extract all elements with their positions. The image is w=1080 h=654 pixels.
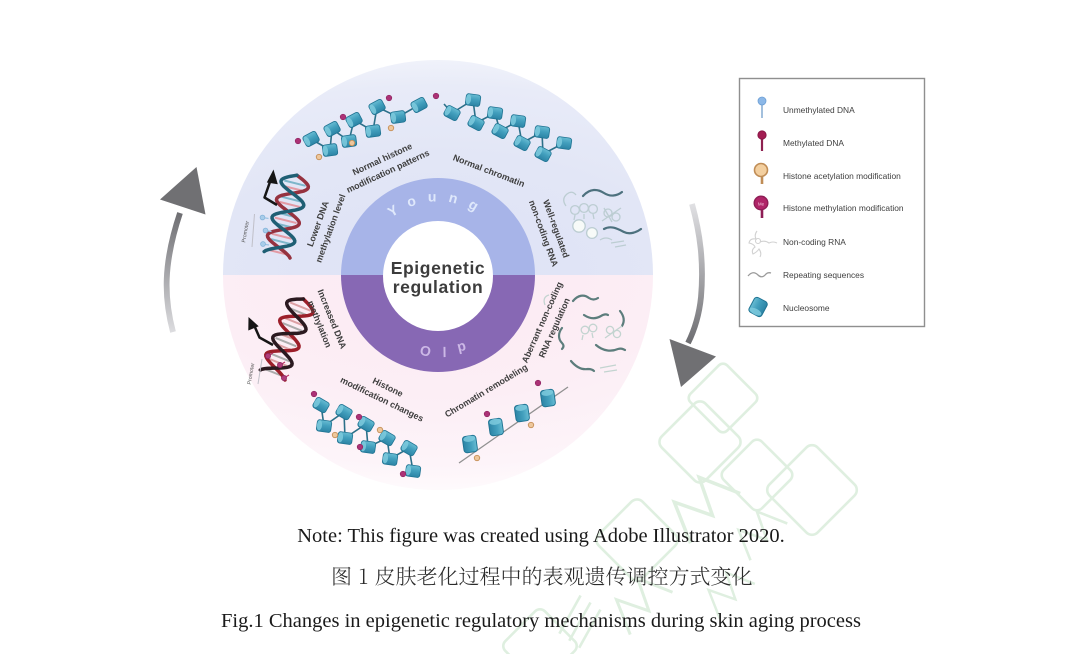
svg-text:Methylated DNA: Methylated DNA <box>783 138 844 148</box>
svg-text:dlO: dlO <box>408 340 468 361</box>
svg-text:Histone acetylation modificati: Histone acetylation modification <box>783 171 901 181</box>
svg-text:Nucleosome: Nucleosome <box>783 303 830 313</box>
svg-text:Promoter: Promoter <box>241 220 251 243</box>
svg-text:Note: This figure was created: Note: This figure was created using Adob… <box>297 525 785 547</box>
svg-text:Non-coding RNA: Non-coding RNA <box>783 237 846 247</box>
svg-text:Epigenetic: Epigenetic <box>391 258 486 278</box>
svg-text:regulation: regulation <box>393 277 484 297</box>
svg-text:Fig.1 Changes in epigenetic re: Fig.1 Changes in epigenetic regulatory m… <box>221 610 861 632</box>
svg-text:Unmethylated DNA: Unmethylated DNA <box>783 105 855 115</box>
svg-text:Histone methylation modificati: Histone methylation modification <box>783 203 904 213</box>
svg-text:Promoter: Promoter <box>247 362 257 385</box>
svg-text:Repeating sequences: Repeating sequences <box>783 270 864 280</box>
svg-text:Me: Me <box>758 202 765 207</box>
